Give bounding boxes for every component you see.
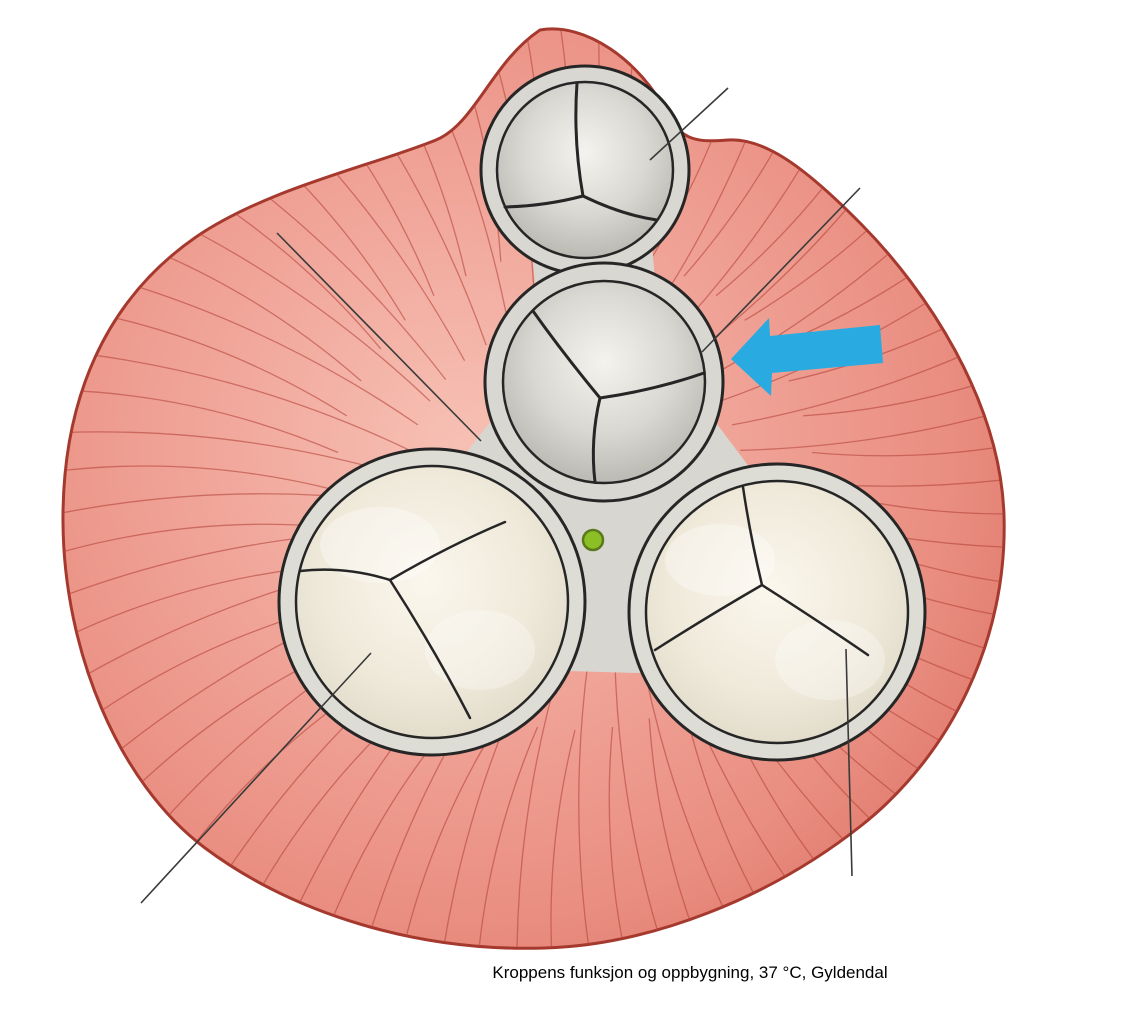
arrow-pointer-icon (731, 318, 883, 396)
leader-line-aortic (701, 187, 861, 353)
aortic-cusp-seams (531, 309, 706, 484)
tricuspid-cusp-seams (298, 520, 507, 720)
valve-tricuspid (277, 447, 587, 757)
leader-line-pulmonary (649, 87, 729, 161)
mitral-cusp-seams (653, 485, 870, 657)
leader-line-tricuspid (140, 652, 372, 904)
pulmonary-cusp-seams (503, 81, 659, 222)
figure-caption: Kroppens funksjon og oppbygning, 37 °C, … (492, 963, 888, 982)
valve-mitral (627, 462, 927, 762)
valve-pulmonary (479, 64, 691, 276)
leader-line-mitral (845, 648, 853, 877)
valve-aortic (483, 261, 725, 503)
leader-lines (140, 87, 861, 904)
leader-line-valve-ring (276, 232, 482, 442)
center-dot (581, 528, 605, 552)
